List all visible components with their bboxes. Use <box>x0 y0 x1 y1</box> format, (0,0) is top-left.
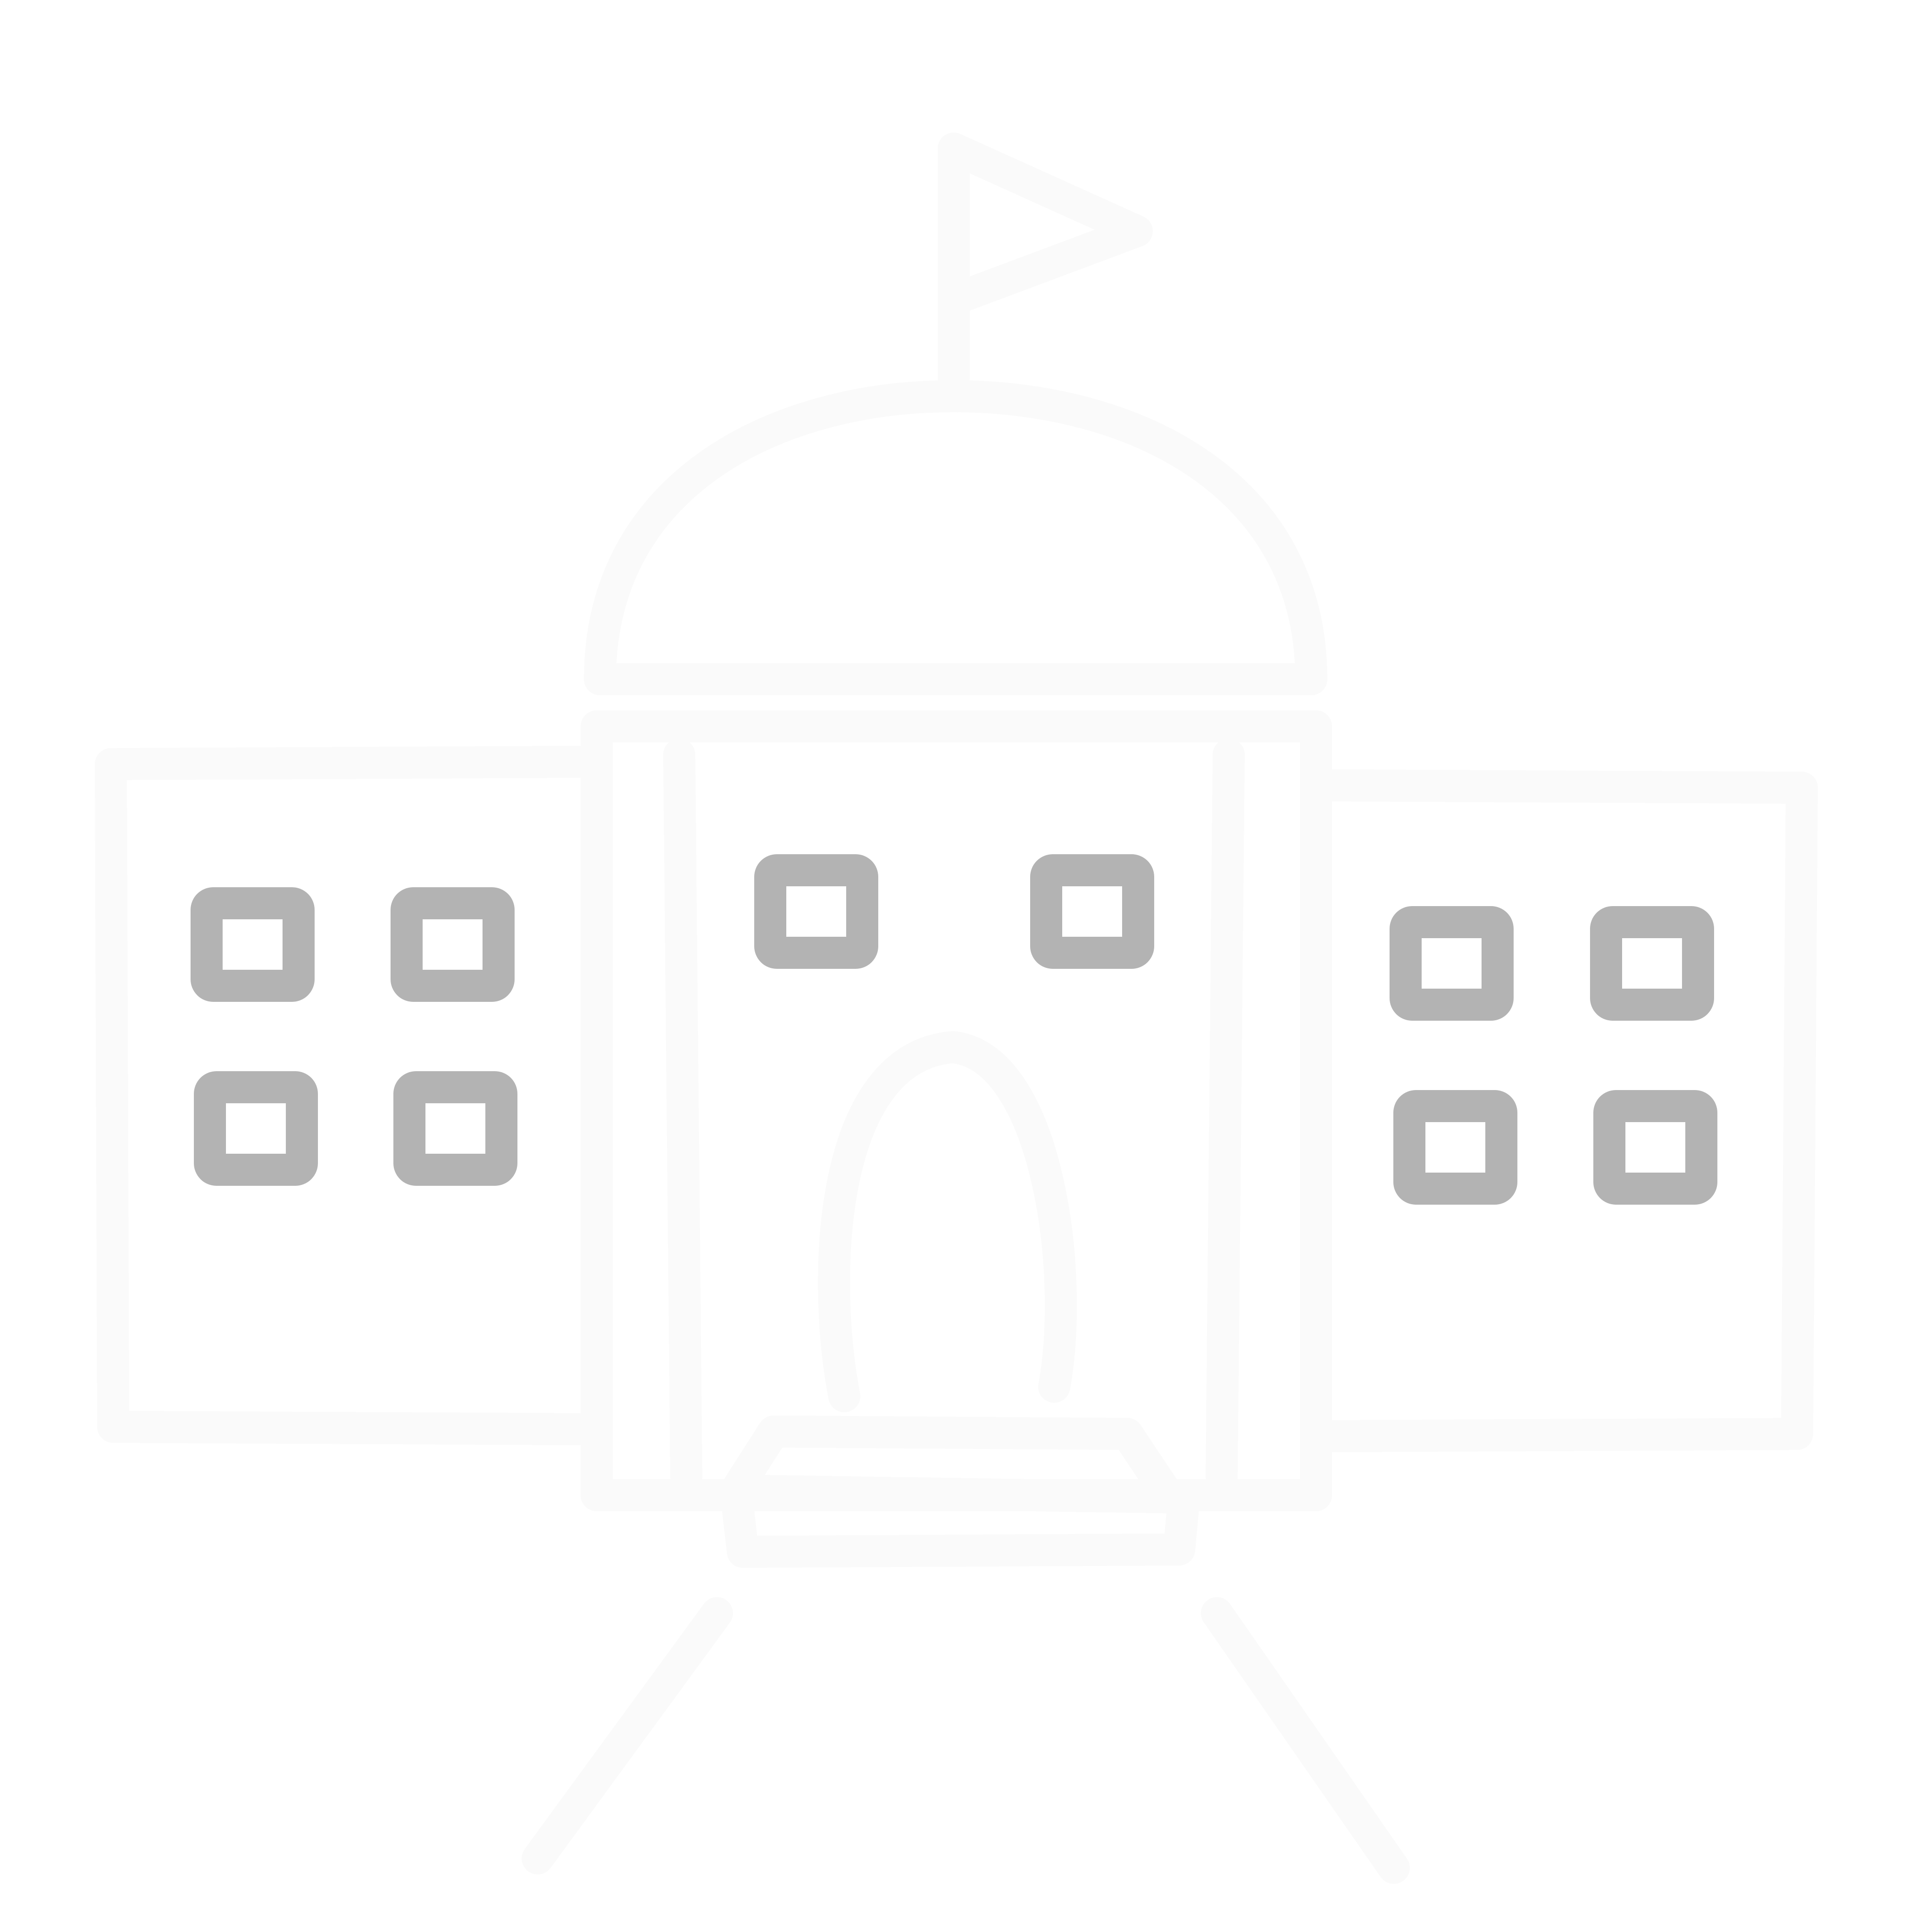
ground-line-left <box>522 1597 733 1874</box>
left-column <box>663 739 702 1492</box>
flag <box>938 133 1153 316</box>
window-left-3 <box>194 1071 318 1186</box>
window-right-3 <box>1393 1090 1517 1205</box>
window-left-1 <box>191 887 315 1002</box>
window-center-1 <box>754 854 878 969</box>
window-left-2 <box>391 887 515 1002</box>
window-left-4 <box>393 1071 517 1186</box>
windows <box>191 854 1717 1205</box>
dome <box>584 380 1327 695</box>
right-wing <box>1305 769 1818 1452</box>
steps <box>720 1416 1200 1568</box>
building-outline <box>95 133 1818 1884</box>
window-center-2 <box>1030 854 1154 969</box>
window-right-2 <box>1590 906 1714 1021</box>
window-right-4 <box>1593 1090 1717 1205</box>
arched-door <box>818 1031 1077 1412</box>
window-right-1 <box>1390 906 1514 1021</box>
ground-line-right <box>1201 1597 1410 1884</box>
right-column <box>1206 739 1245 1492</box>
left-wing <box>95 746 601 1445</box>
